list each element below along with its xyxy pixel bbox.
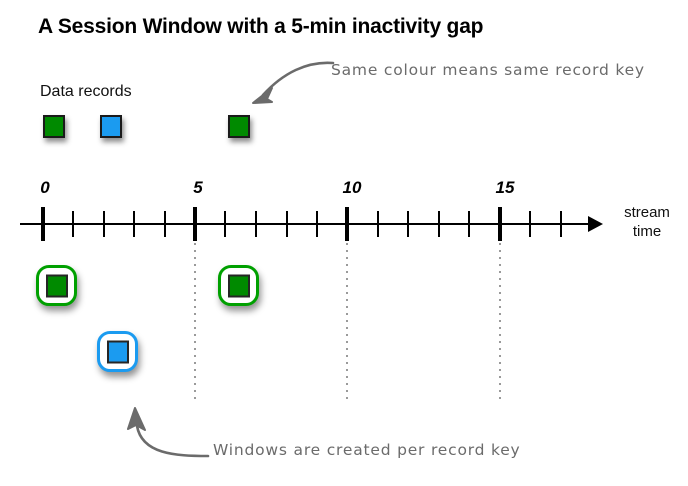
axis-tick-major-10 [345, 207, 349, 241]
guide-line-5 [194, 243, 196, 399]
axis-label-15: 15 [495, 178, 515, 197]
axis-tick-minor-1 [72, 211, 74, 237]
session-window-blue-1 [97, 331, 138, 372]
data-record-square-green-1 [43, 115, 65, 138]
data-record-square-blue-1 [100, 115, 122, 138]
axis-tick-minor-6 [224, 211, 226, 237]
session-window-green-2 [218, 265, 259, 306]
annotation-windows-per-key: Windows are created per record key [213, 441, 521, 459]
window-record-square-green-2 [227, 274, 250, 297]
axis-tick-major-5 [193, 207, 197, 241]
annotation-same-colour: Same colour means same record key [331, 61, 645, 79]
annotation-arrow-top [252, 61, 335, 104]
axis-tick-minor-11 [377, 211, 379, 237]
timeline-axis [20, 223, 592, 225]
axis-tick-minor-16 [529, 211, 531, 237]
axis-label-5: 5 [193, 178, 203, 197]
axis-tick-minor-2 [103, 211, 105, 237]
axis-unit-label: stream time [612, 203, 682, 241]
window-record-square-blue-1 [106, 340, 129, 363]
guide-line-15 [499, 243, 501, 399]
axis-tick-minor-12 [407, 211, 409, 237]
axis-tick-minor-8 [286, 211, 288, 237]
axis-tick-minor-4 [164, 211, 166, 237]
axis-label-10: 10 [342, 178, 362, 197]
axis-label-0: 0 [40, 178, 50, 197]
timeline-arrowhead [588, 216, 603, 232]
axis-tick-minor-13 [438, 211, 440, 237]
guide-line-10 [346, 243, 348, 399]
annotation-arrow-bottom [127, 407, 210, 458]
session-window-green-1 [36, 265, 77, 306]
axis-tick-minor-3 [133, 211, 135, 237]
page-title: A Session Window with a 5-min inactivity… [38, 15, 484, 38]
axis-tick-minor-7 [255, 211, 257, 237]
axis-tick-major-0 [41, 207, 45, 241]
axis-tick-minor-17 [560, 211, 562, 237]
axis-unit-line-2: time [632, 223, 662, 240]
window-record-square-green-1 [45, 274, 68, 297]
axis-unit-line-1: stream [624, 204, 670, 221]
data-record-square-green-2 [228, 115, 250, 138]
axis-tick-minor-14 [468, 211, 470, 237]
axis-tick-minor-9 [316, 211, 318, 237]
axis-tick-major-15 [498, 207, 502, 241]
data-records-label: Data records [40, 83, 132, 100]
